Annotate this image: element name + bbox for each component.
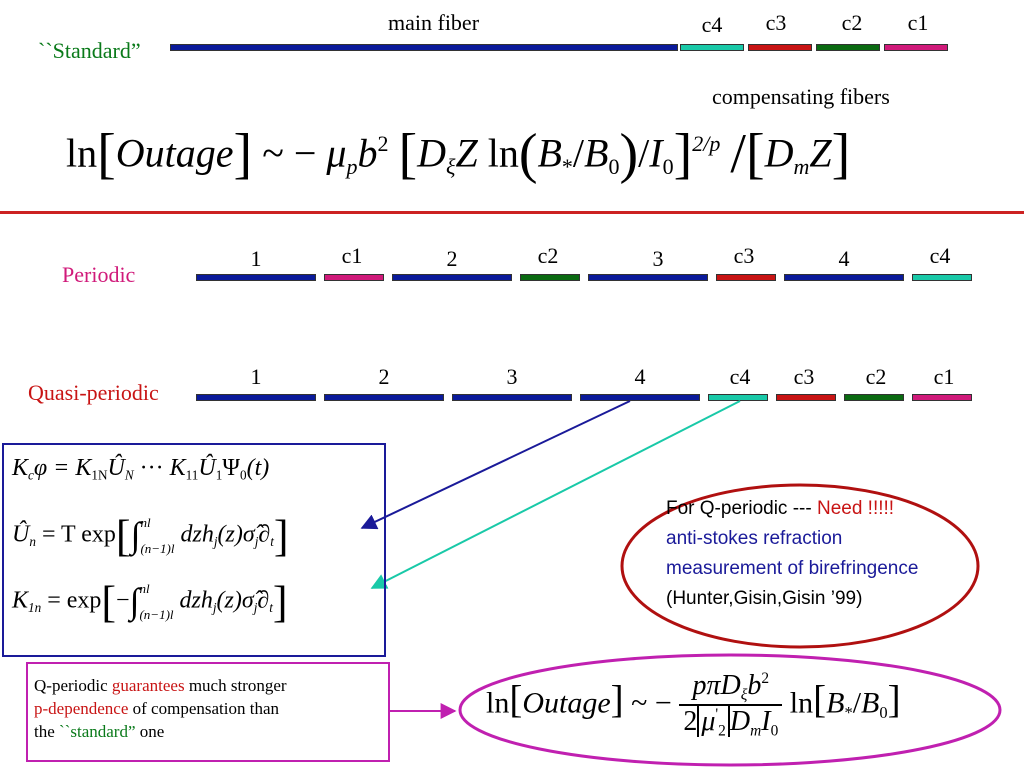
quasi-seg-c2-label: c2 <box>865 364 887 389</box>
standard-c4-label: c4 <box>701 12 723 37</box>
standard-c1-label: c1 <box>907 10 929 35</box>
quasi-periodic-label: Quasi-periodic <box>28 380 159 405</box>
periodic-seg-c3-label: c3 <box>733 243 755 268</box>
quasi-seg-3-label: 3 <box>506 364 518 389</box>
formula-box <box>2 443 386 657</box>
quasi-seg-2-bar <box>324 394 444 401</box>
section-divider <box>0 211 1024 214</box>
quasi-seg-4-label: 4 <box>634 364 646 389</box>
periodic-seg-4-label: 4 <box>838 246 850 271</box>
quasi-seg-c2-bar <box>844 394 904 401</box>
oval-red <box>620 483 980 649</box>
formula-kc: Kcφ = K1NÛN ··· K11Û1Ψ0(t) <box>12 455 270 483</box>
periodic-seg-2-label: 2 <box>446 246 458 271</box>
periodic-seg-3-bar <box>588 274 708 281</box>
quasi-seg-c3-label: c3 <box>793 364 815 389</box>
periodic-seg-c1-label: c1 <box>341 243 363 268</box>
quasi-seg-c3-bar <box>776 394 836 401</box>
periodic-seg-c4-label: c4 <box>929 243 951 268</box>
standard-c1-bar <box>884 44 948 51</box>
periodic-seg-2-bar <box>392 274 512 281</box>
standard-main-fiber-bar <box>170 44 678 51</box>
periodic-seg-4-bar <box>784 274 904 281</box>
quasi-seg-1-bar <box>196 394 316 401</box>
quasi-seg-c4-label: c4 <box>729 364 751 389</box>
periodic-seg-3-label: 3 <box>652 246 664 271</box>
formula-k1n: K1n = exp[−∫nl(n−1)l dzhj(z)σ̂j∂t] <box>12 577 288 627</box>
periodic-seg-c1-bar <box>324 274 384 281</box>
periodic-seg-1-label: 1 <box>250 246 262 271</box>
quasi-seg-4-bar <box>580 394 700 401</box>
q-periodic-need-note: For Q-periodic --- Need !!!!! anti-stoke… <box>666 498 919 609</box>
standard-c2-bar <box>816 44 880 51</box>
guarantee-note-text: Q-periodic guarantees much stronger p-de… <box>34 676 287 741</box>
quasi-seg-c1-label: c1 <box>933 364 955 389</box>
quasi-seg-3-bar <box>452 394 572 401</box>
quasi-seg-1-label: 1 <box>250 364 262 389</box>
standard-c2-label: c2 <box>841 10 863 35</box>
arrow-main-to-un <box>360 400 631 530</box>
quasi-seg-c4-bar <box>708 394 768 401</box>
oval-magenta <box>458 653 1002 767</box>
standard-c3-label: c3 <box>765 10 787 35</box>
arrow-comp-to-k1n <box>370 400 741 589</box>
periodic-seg-c2-label: c2 <box>537 243 559 268</box>
standard-c4-bar <box>680 44 744 51</box>
periodic-seg-c4-bar <box>912 274 972 281</box>
periodic-label: Periodic <box>62 262 136 287</box>
quasi-seg-c1-bar <box>912 394 972 401</box>
periodic-seg-c3-bar <box>716 274 776 281</box>
main-fiber-label: main fiber <box>388 10 480 35</box>
quasi-seg-2-label: 2 <box>378 364 390 389</box>
guarantee-note-box <box>26 662 390 762</box>
standard-label: ``Standard” <box>38 38 141 63</box>
formula-top: ln[Outage] ~ − μpb2 [DξZ ln(B*/B0)/I0]2/… <box>66 123 851 185</box>
formula-un: Ûn = T exp[∫nl(n−1)l dzhj(z)σ̂j∂t] <box>12 511 289 561</box>
periodic-seg-c2-bar <box>520 274 580 281</box>
standard-c3-bar <box>748 44 812 51</box>
periodic-seg-1-bar <box>196 274 316 281</box>
compensating-fibers-label: compensating fibers <box>712 84 890 109</box>
